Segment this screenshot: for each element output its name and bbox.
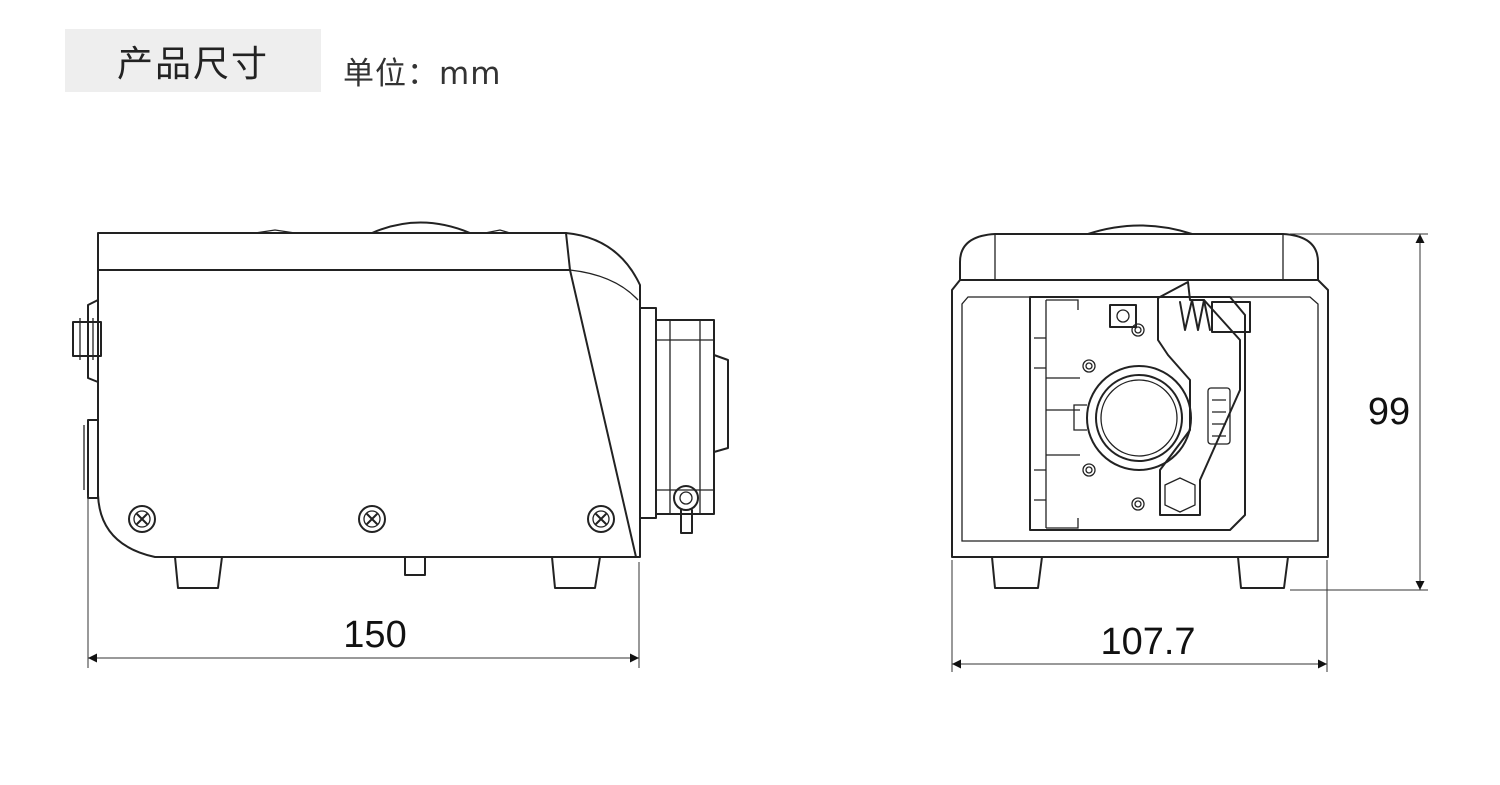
front-width-label: 107.7 (1100, 621, 1195, 663)
side-view (72, 221, 729, 589)
side-pump-head (639, 307, 729, 534)
front-top-knob (1087, 224, 1193, 235)
side-width-dimension (87, 495, 640, 668)
screw-icon (128, 505, 156, 533)
screw-icon (358, 505, 386, 533)
unit-label: 单位：mm (343, 56, 502, 92)
front-foot-left (991, 556, 1043, 589)
title-box: 产品尺寸 (65, 29, 321, 92)
front-pump-plate (1029, 296, 1246, 531)
front-height-dimension (1290, 233, 1428, 591)
side-top-knob (371, 221, 471, 234)
side-width-label: 150 (343, 614, 406, 656)
front-top-cap (959, 233, 1319, 281)
side-foot-right (551, 556, 601, 589)
side-foot-left (174, 556, 223, 589)
side-body (97, 232, 641, 558)
front-body (951, 279, 1329, 558)
screw-icon (587, 505, 615, 533)
front-height-label: 99 (1368, 391, 1410, 433)
front-width-dimension (951, 560, 1328, 672)
front-foot-right (1237, 556, 1289, 589)
side-left-connector (87, 299, 99, 383)
front-spring (1179, 299, 1211, 331)
page-title: 产品尺寸 (116, 43, 269, 85)
side-left-latch (87, 419, 99, 499)
front-lever-arm (1157, 281, 1241, 516)
front-rotor (1086, 365, 1192, 471)
front-view (951, 224, 1329, 589)
